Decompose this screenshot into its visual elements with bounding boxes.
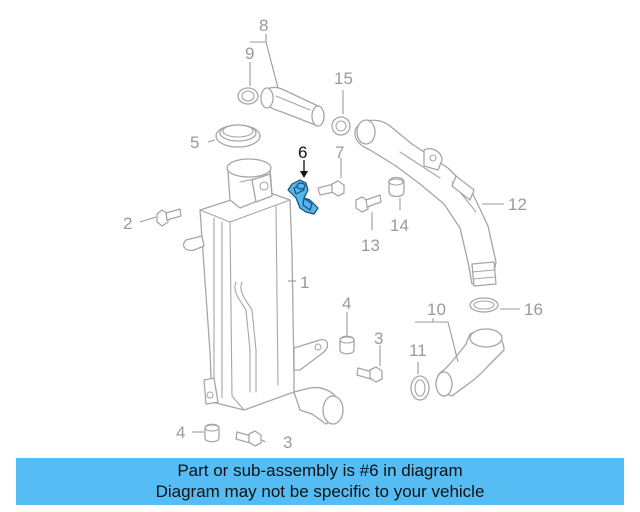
hose-part-8 [260, 86, 325, 127]
bolt-part-3-upper [356, 366, 383, 383]
clamp-part-9 [237, 87, 259, 105]
clamp-part-11 [410, 375, 430, 401]
banner-disclaimer-line: Diagram may not be specific to your vehi… [155, 482, 485, 501]
banner-part-line: Part or sub-assembly is #6 in diagram [177, 461, 463, 480]
callout-2: 2 [123, 214, 132, 233]
callout-5: 5 [190, 133, 199, 152]
callout-10: 10 [427, 300, 446, 319]
bolt-part-2 [156, 208, 182, 227]
callout-3-upper: 3 [374, 329, 383, 348]
callout-4-upper: 4 [342, 294, 351, 313]
callout-3-lower: 3 [283, 433, 292, 450]
callout-15: 15 [334, 69, 353, 88]
callout-13: 13 [361, 236, 380, 255]
grommet-part-4-upper [339, 335, 355, 355]
callout-12: 12 [508, 195, 527, 214]
intercooler-part-1 [182, 158, 344, 425]
charge-pipe-part-12 [354, 119, 497, 287]
bolt-part-3-lower [235, 430, 262, 447]
callout-6: 6 [298, 143, 307, 162]
callout-11: 11 [409, 341, 427, 360]
highlighted-sensor-part-6[interactable] [287, 179, 319, 215]
callout-9: 9 [245, 44, 254, 63]
leader-lines [139, 34, 520, 443]
clamp-part-15 [331, 116, 351, 136]
seal-ring-part-5 [215, 124, 261, 148]
callout-1: 1 [300, 273, 309, 292]
grommet-part-4-lower [204, 423, 220, 443]
callout-16: 16 [524, 300, 543, 319]
callout-4-lower: 4 [176, 423, 185, 442]
bolt-part-7 [317, 180, 345, 197]
callout-6-arrow [300, 171, 308, 178]
info-banner: Part or sub-assembly is #6 in diagram Di… [16, 458, 624, 505]
elbow-hose-part-10 [435, 328, 505, 397]
callout-14: 14 [390, 216, 409, 235]
callout-8: 8 [259, 16, 268, 35]
callout-7: 7 [335, 143, 344, 162]
grommet-part-14 [388, 176, 405, 198]
parts-diagram: 1 2 3 3 4 4 5 6 7 8 9 10 11 12 13 14 15 … [123, 16, 543, 450]
clamp-part-16 [469, 297, 499, 313]
bolt-part-13 [355, 194, 382, 213]
